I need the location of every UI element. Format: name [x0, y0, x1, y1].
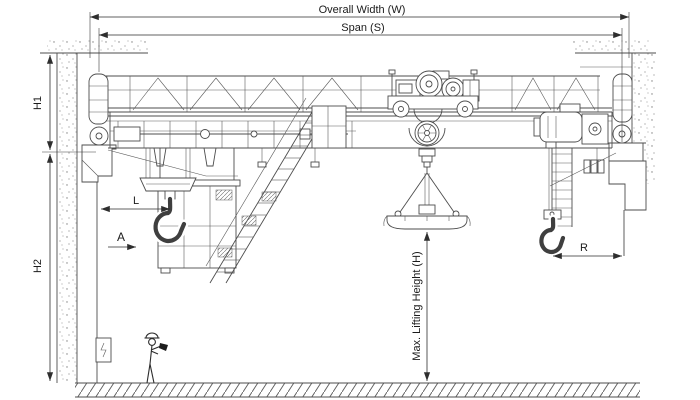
building-wall-right [573, 38, 656, 256]
dim-span: Span (S) [98, 22, 623, 142]
runway-beam-right [608, 142, 644, 162]
stair-landing [311, 105, 347, 149]
parked-hook-left [139, 148, 197, 246]
lifting-beam [386, 215, 468, 230]
end-truck-right [606, 73, 646, 144]
hard-hat-icon [145, 332, 159, 339]
dim-overall-width: Overall Width (W) [89, 4, 630, 58]
building-wall-left [40, 38, 148, 383]
trolley-frame [387, 95, 479, 110]
left-approach-label: L [133, 195, 139, 207]
operator-figure [144, 332, 168, 384]
span-label: Span (S) [341, 22, 384, 34]
dim-left-approach: L [100, 195, 171, 213]
right-approach-label: R [580, 242, 588, 254]
overall-width-label: Overall Width (W) [319, 4, 406, 16]
runway-corbel-right [608, 160, 647, 211]
section-marker-a: A [108, 230, 137, 251]
dim-max-lifting-height: Max. Lifting Height (H) [411, 231, 431, 382]
sling-and-lifting-beam [383, 172, 471, 230]
stair-treads [217, 122, 321, 273]
crane-travel-drive [533, 103, 609, 149]
max-lifting-height-label: Max. Lifting Height (H) [411, 251, 423, 360]
under-girder-hangers [153, 147, 320, 168]
dim-h2: H2 [32, 153, 54, 382]
access-ladder [551, 148, 573, 227]
floor [75, 382, 640, 398]
pendant-control-icon [159, 343, 168, 351]
trolley-hoist [387, 69, 480, 124]
dim-right-approach: R [552, 242, 623, 260]
hook-right [536, 148, 568, 257]
h1-label: H1 [32, 96, 44, 110]
end-truck-left [84, 73, 116, 146]
dim-h1: H1 [32, 54, 96, 153]
festoon-right [549, 148, 617, 187]
h2-label: H2 [32, 259, 44, 273]
wall-switch-box [95, 337, 112, 363]
hook-block-center [408, 120, 446, 173]
railing-braces [132, 77, 596, 111]
staircase [205, 97, 347, 284]
hook-icon [539, 216, 566, 255]
section-view-label: A [117, 230, 125, 244]
hook-icon [153, 196, 187, 244]
railing-posts [106, 76, 599, 112]
runway-corbel-left [81, 144, 117, 183]
